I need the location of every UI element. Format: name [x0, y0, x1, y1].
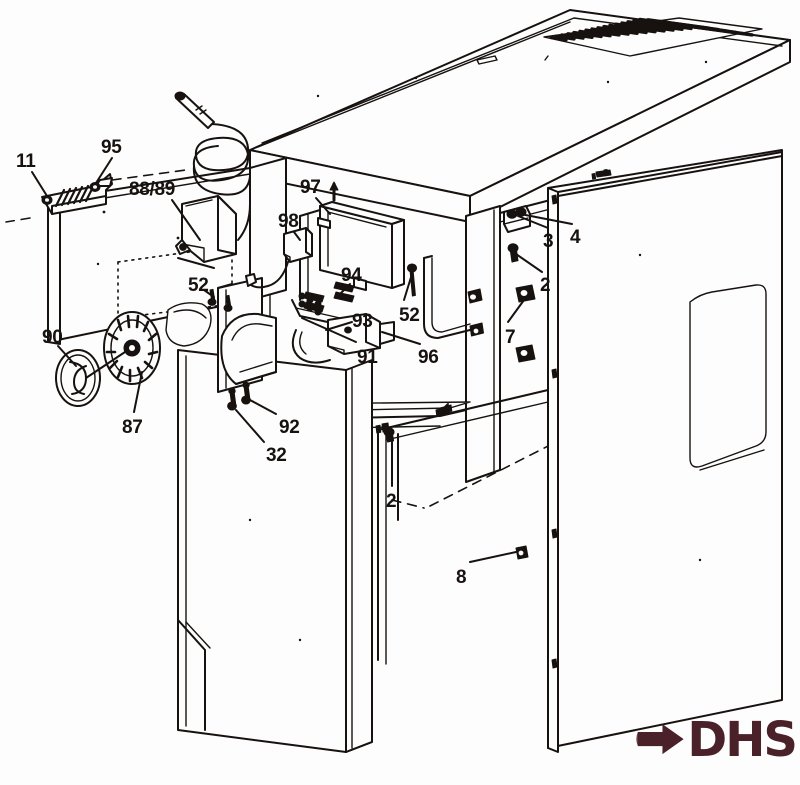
thermostat-assembly	[174, 91, 251, 269]
callout-52-b: 52	[399, 305, 420, 326]
lower-front-frame	[375, 389, 549, 665]
part-98-bracket	[245, 227, 313, 289]
callout-leaders	[31, 157, 573, 563]
callout-96: 96	[418, 347, 439, 368]
top-panel	[249, 9, 791, 223]
left-door-panel	[177, 349, 373, 753]
callout-11: 11	[16, 151, 36, 172]
callout-90: 90	[42, 327, 63, 348]
control-board-assembly	[299, 181, 405, 301]
callout-4: 4	[570, 227, 581, 248]
callout-94: 94	[341, 265, 362, 286]
callout-93: 93	[352, 311, 373, 332]
callout-95: 95	[101, 137, 122, 158]
drain-tube	[423, 255, 484, 339]
callout-97: 97	[300, 177, 321, 198]
wiring-harness	[291, 281, 395, 364]
callout-98: 98	[278, 211, 299, 232]
callout-8: 8	[456, 567, 467, 588]
top-vent-grille	[543, 17, 763, 57]
dhs-logo-text: DHS	[687, 712, 798, 768]
fan-and-blower	[55, 311, 161, 407]
fasteners-52	[207, 263, 418, 312]
dhs-arrow-mark	[636, 724, 684, 755]
callout-2-a: 2	[540, 275, 551, 296]
vented-bracket	[5, 169, 187, 223]
cabinet-fasteners	[383, 205, 536, 443]
callout-3: 3	[543, 231, 554, 252]
callout-2-b: 2	[386, 491, 397, 512]
callout-88-89: 88/89	[129, 179, 176, 200]
callout-92: 92	[279, 417, 300, 438]
callout-87: 87	[122, 417, 143, 438]
callout-7: 7	[505, 327, 516, 348]
dhs-logo: DHS	[636, 712, 798, 768]
callout-91: 91	[357, 347, 378, 368]
callout-52-a: 52	[188, 275, 209, 296]
right-door-panel	[547, 149, 783, 753]
callout-32: 32	[266, 445, 287, 466]
